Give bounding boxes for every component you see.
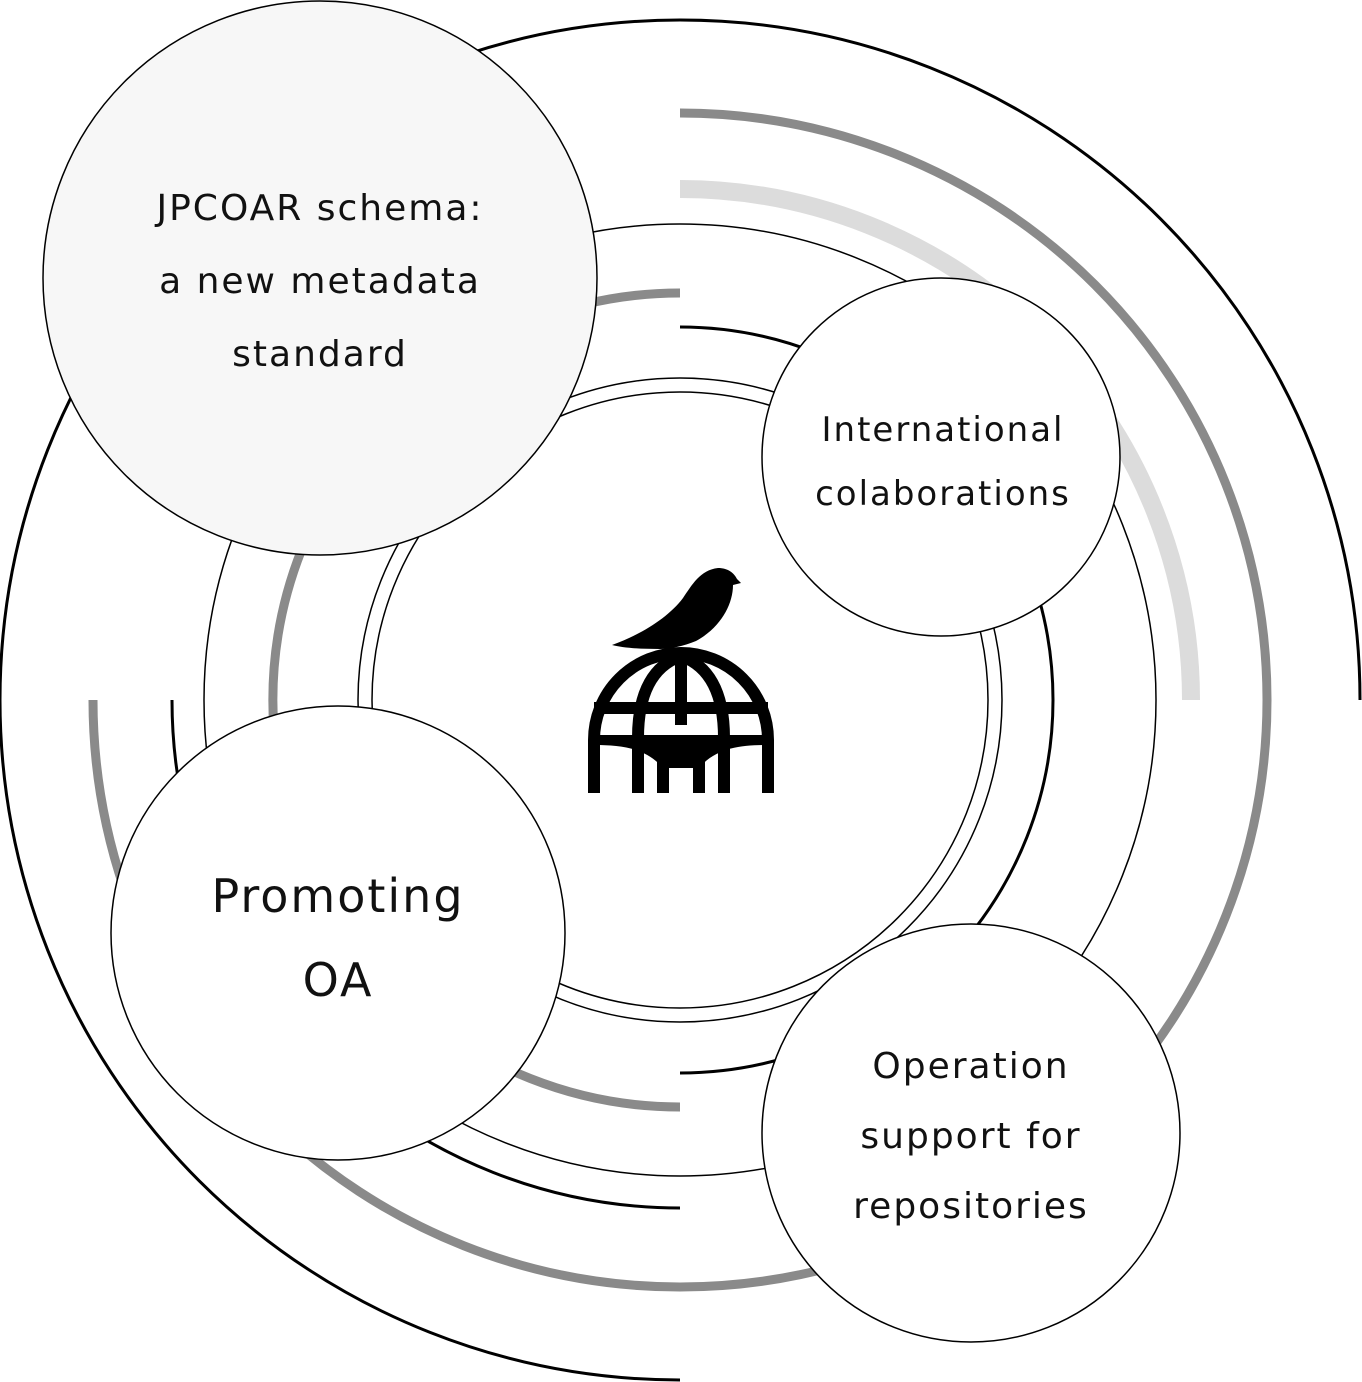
node-operation-support: Operation support for repositories [761,923,1181,1343]
bird-on-cage-logo [588,568,774,793]
thin-ring [203,223,1157,1177]
node-label-line: colaborations [815,474,1071,514]
node-international-colaborations: International colaborations [761,277,1121,637]
node-label-line: Promoting [211,869,464,923]
node-promoting-oa: Promoting OA [110,705,566,1161]
inner-ring-inner [371,391,989,1009]
node-label-line: repositories [853,1186,1089,1227]
node-label-line: JPCOAR schema: [154,188,483,229]
node-label-line: OA [303,953,374,1007]
node-jpcoar-schema: JPCOAR schema: a new metadata standard [42,0,598,556]
node-label-line: a new metadata [159,261,481,302]
node-label-line: International [822,410,1065,450]
bird-icon [612,568,741,649]
cage-arch [594,735,768,768]
node-label-line: standard [232,334,408,375]
inner-ring-outer [357,377,1003,1023]
cage-icon [588,647,774,793]
node-label-line: Operation [872,1046,1069,1087]
node-label-line: support for [860,1116,1081,1157]
